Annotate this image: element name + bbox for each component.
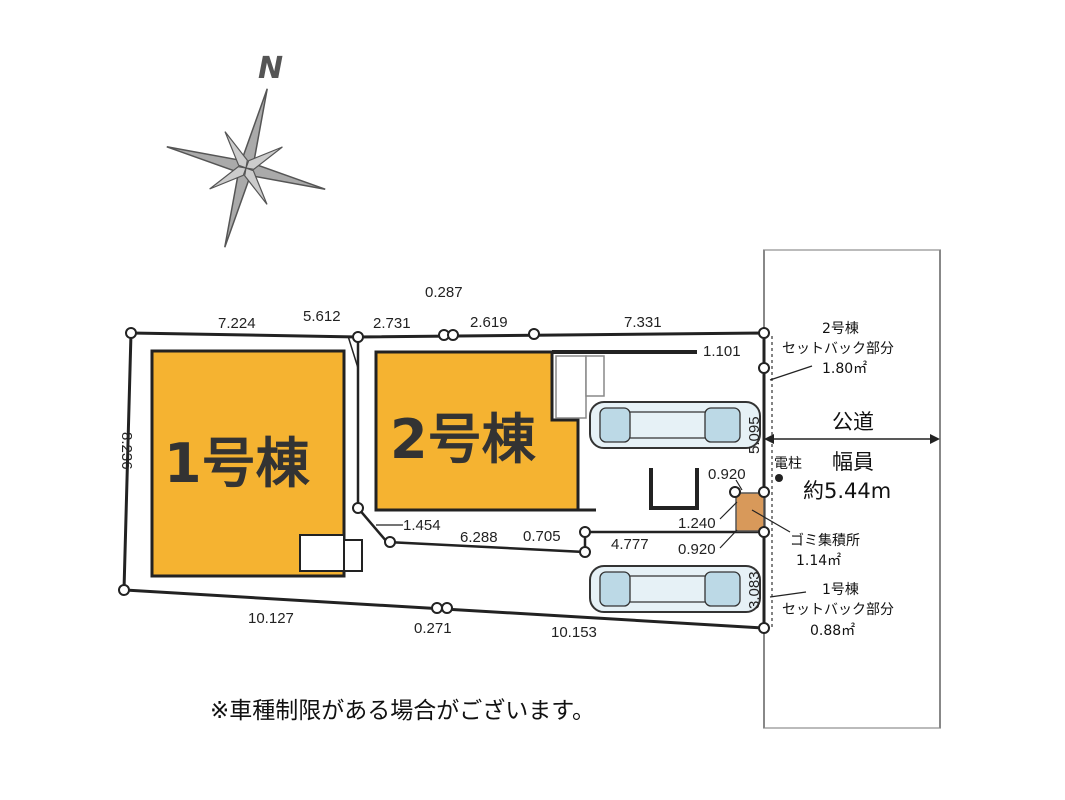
dim-1101: 1.101 [703, 343, 741, 360]
setback-2-area: 1.80㎡ [822, 361, 867, 377]
dim-2731: 2.731 [373, 315, 411, 332]
utility-pole-icon [775, 474, 783, 482]
survey-points [118, 327, 770, 634]
building-1-label: 1号棟 [164, 432, 311, 495]
road-width-label: 幅員 [832, 450, 874, 474]
dim-0920b: 0.920 [678, 541, 716, 558]
lot-divider [356, 337, 764, 554]
dim-0287: 0.287 [425, 284, 463, 301]
road-width-arrow [764, 434, 940, 444]
dim-0920a: 0.920 [708, 466, 746, 483]
car-icon [589, 565, 761, 613]
utility-pole-label: 電柱 [774, 456, 802, 472]
dim-5095: 5.095 [746, 416, 763, 454]
north-label: N [258, 51, 283, 86]
building-2-wall-2 [576, 497, 596, 512]
garbage-area-value: 1.14㎡ [796, 553, 841, 569]
garbage-area [735, 492, 765, 532]
building-2-step-2 [585, 355, 605, 397]
dim-1454: 1.454 [403, 517, 441, 534]
lot-boundary [122, 331, 766, 630]
setback-1-title: 1号棟 [822, 582, 859, 598]
setback-2-title: 2号棟 [822, 321, 859, 337]
carport-frame [649, 468, 699, 510]
leader-lines [376, 365, 813, 598]
dim-4777: 4.777 [611, 536, 649, 553]
road-width-value: 約5.44m [803, 479, 891, 503]
car-icon [589, 401, 761, 449]
dim-0271: 0.271 [414, 620, 452, 637]
public-road [763, 249, 941, 729]
dim-8236: 8.236 [118, 432, 135, 470]
garbage-label: ゴミ集積所 [790, 532, 860, 549]
setback-1-label: セットバック部分 [782, 602, 894, 618]
road-name: 公道 [832, 410, 874, 434]
dim-1240: 1.240 [678, 515, 716, 532]
dim-7224: 7.224 [218, 315, 256, 332]
dim-7331: 7.331 [624, 314, 662, 331]
dim-3083: 3.083 [746, 571, 763, 609]
building-1-step-2 [343, 539, 363, 572]
dim-5612: 5.612 [303, 308, 341, 325]
building-1-step [299, 534, 345, 572]
setback-2-label: セットバック部分 [782, 341, 894, 357]
dim-10127: 10.127 [248, 610, 294, 627]
lot-divider-diag [347, 335, 359, 369]
dim-6288: 6.288 [460, 529, 498, 546]
setback-1-area: 0.88㎡ [810, 623, 855, 639]
building-2-step [555, 355, 587, 419]
building-2-label: 2号棟 [390, 408, 537, 471]
vehicle-restriction-note: ※車種制限がある場合がございます。 [210, 697, 595, 724]
dim-10153: 10.153 [551, 624, 597, 641]
dim-2619: 2.619 [470, 314, 508, 331]
dim-0705: 0.705 [523, 528, 561, 545]
compass-icon [166, 88, 326, 248]
